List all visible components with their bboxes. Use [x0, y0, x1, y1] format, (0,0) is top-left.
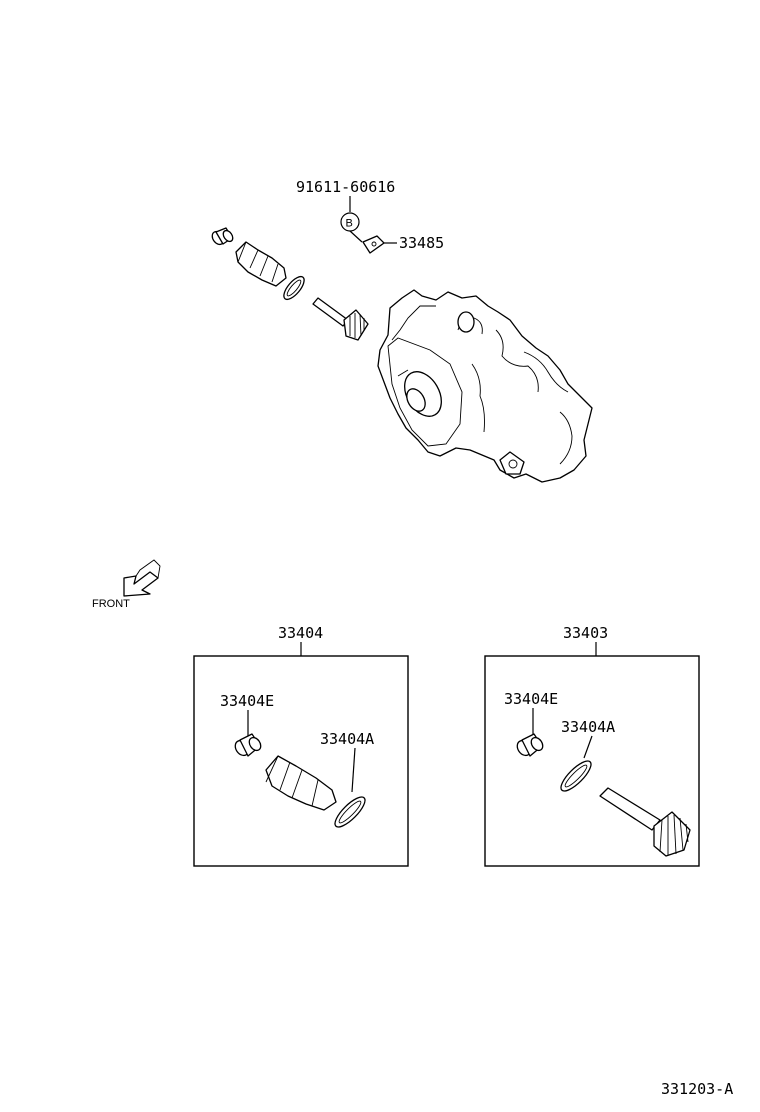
- bolt-marker: B: [340, 212, 360, 232]
- kit-left-ring-leader: [351, 747, 356, 793]
- clamp-part: [362, 235, 385, 254]
- bolt-part-number: 91611-60616: [296, 178, 395, 196]
- kit-right-cap-part-number: 33404E: [504, 690, 558, 708]
- kit-left-cap-part-number: 33404E: [220, 692, 274, 710]
- kit-right-oil-seal-cap: [516, 733, 544, 757]
- kit-left-part-number: 33404: [278, 624, 323, 642]
- svg-text:B: B: [346, 218, 353, 230]
- upper-driven-gear-sleeve: [235, 241, 287, 287]
- kit-right-ring-part-number: 33404A: [561, 718, 615, 736]
- kit-right-driven-gear: [599, 787, 691, 857]
- kit-right-box: [484, 655, 700, 867]
- kit-left-ring-part-number: 33404A: [320, 730, 374, 748]
- kit-left-oil-seal-cap: [234, 733, 262, 757]
- upper-oil-seal-cap: [211, 227, 234, 246]
- bolt-to-clamp-leader: [349, 230, 363, 243]
- kit-right-ring-leader: [583, 735, 593, 759]
- kit-left-box: [193, 655, 409, 867]
- kit-right-part-number: 33403: [563, 624, 608, 642]
- transmission-housing: [377, 289, 593, 483]
- upper-driven-gear: [312, 297, 369, 341]
- upper-o-ring: [283, 275, 305, 301]
- front-label: FRONT: [92, 598, 130, 610]
- clamp-part-number: 33485: [399, 234, 444, 252]
- diagram-id: 331203-A: [661, 1080, 733, 1098]
- kit-left-o-ring: [334, 796, 366, 828]
- front-direction-arrow: [123, 559, 161, 597]
- kit-right-o-ring: [560, 760, 592, 792]
- kit-left-driven-gear-sleeve: [265, 755, 337, 811]
